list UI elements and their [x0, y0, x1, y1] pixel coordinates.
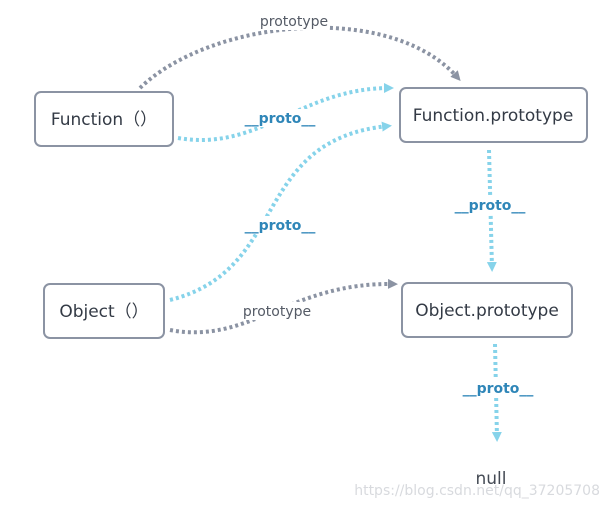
label-obj-prototype: prototype: [241, 302, 313, 320]
node-function-prototype: Function.prototype: [399, 87, 588, 143]
edge-object-prototype-proto: [491, 343, 502, 442]
label-obj-proto-to-fnproto: __proto__: [245, 216, 316, 234]
edge-label-text: __proto__: [245, 218, 316, 234]
label-objproto-proto: __proto__: [463, 379, 534, 397]
watermark: https://blog.csdn.net/qq_37205708: [354, 483, 600, 499]
edge-label-text: __proto__: [245, 111, 316, 127]
edge-function-prototype: [138, 25, 461, 90]
node-label: Function（）: [51, 110, 157, 130]
label-fn-prototype: prototype: [259, 12, 329, 30]
label-fnproto-proto: __proto__: [455, 196, 526, 214]
edge-label-text: prototype: [243, 304, 311, 320]
edge-label-text: __proto__: [455, 198, 526, 214]
node-label: Object.prototype: [415, 301, 559, 321]
node-function-constructor: Function（）: [34, 91, 174, 147]
edge-label-text: prototype: [260, 14, 328, 30]
edge-label-text: __proto__: [463, 381, 534, 397]
edge-object-prototype: [169, 278, 398, 335]
label-fn-proto: __proto__: [245, 109, 316, 127]
node-label: Object（）: [59, 302, 148, 322]
node-object-constructor: Object（）: [43, 283, 165, 339]
edge-object-proto-to-function-prototype: [169, 121, 392, 302]
node-label: Function.prototype: [413, 106, 574, 126]
null-label: null: [476, 469, 507, 489]
node-object-prototype: Object.prototype: [401, 282, 573, 338]
edge-function-prototype-proto: [486, 149, 497, 272]
